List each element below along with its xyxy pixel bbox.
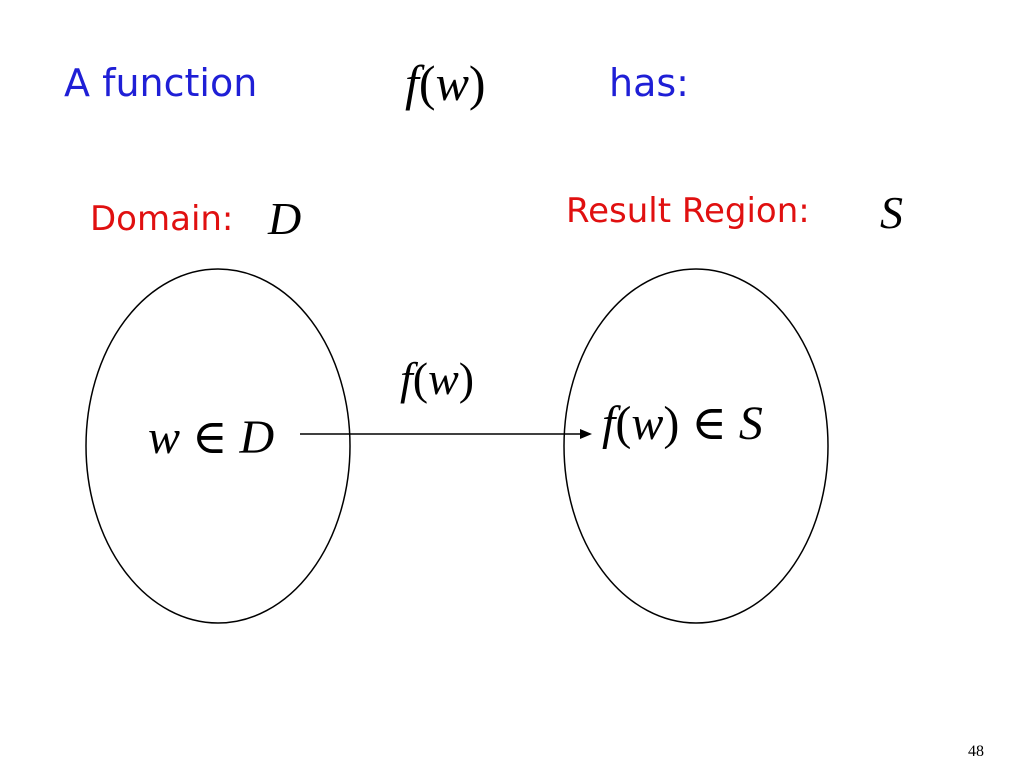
close-paren: )	[663, 397, 680, 450]
result-region-symbol: S	[880, 187, 903, 238]
close-paren: )	[468, 55, 486, 111]
title-text-has: has:	[609, 61, 689, 105]
close-paren: )	[458, 353, 475, 404]
open-paren: (	[615, 397, 632, 450]
function-arg: w	[631, 397, 664, 450]
page-number: 48	[968, 743, 984, 760]
function-name: f	[400, 353, 413, 404]
domain-symbol: D	[268, 193, 302, 244]
element-set: D	[239, 411, 275, 464]
result-element-expression: f(w) ∈ S	[602, 400, 763, 448]
function-name: f	[405, 55, 419, 111]
title-text-a-function: A function	[64, 61, 258, 105]
open-paren: (	[412, 353, 429, 404]
domain-element-expression: w ∈ D	[148, 414, 274, 462]
result-region-label: Result Region:	[566, 191, 810, 231]
function-name: f	[602, 397, 616, 450]
title-function-notation: f(w)	[405, 58, 486, 108]
domain-label: Domain:	[90, 199, 234, 239]
element-var: w	[148, 411, 181, 464]
element-of-symbol: ∈	[192, 411, 228, 464]
domain-ellipse	[85, 268, 351, 624]
open-paren: (	[418, 55, 436, 111]
function-arg: w	[428, 353, 459, 404]
function-arg: w	[435, 55, 469, 111]
result-region-ellipse	[563, 268, 829, 624]
element-set: S	[738, 397, 763, 450]
element-of-symbol: ∈	[691, 397, 727, 450]
mapping-function-label: f(w)	[400, 356, 474, 402]
